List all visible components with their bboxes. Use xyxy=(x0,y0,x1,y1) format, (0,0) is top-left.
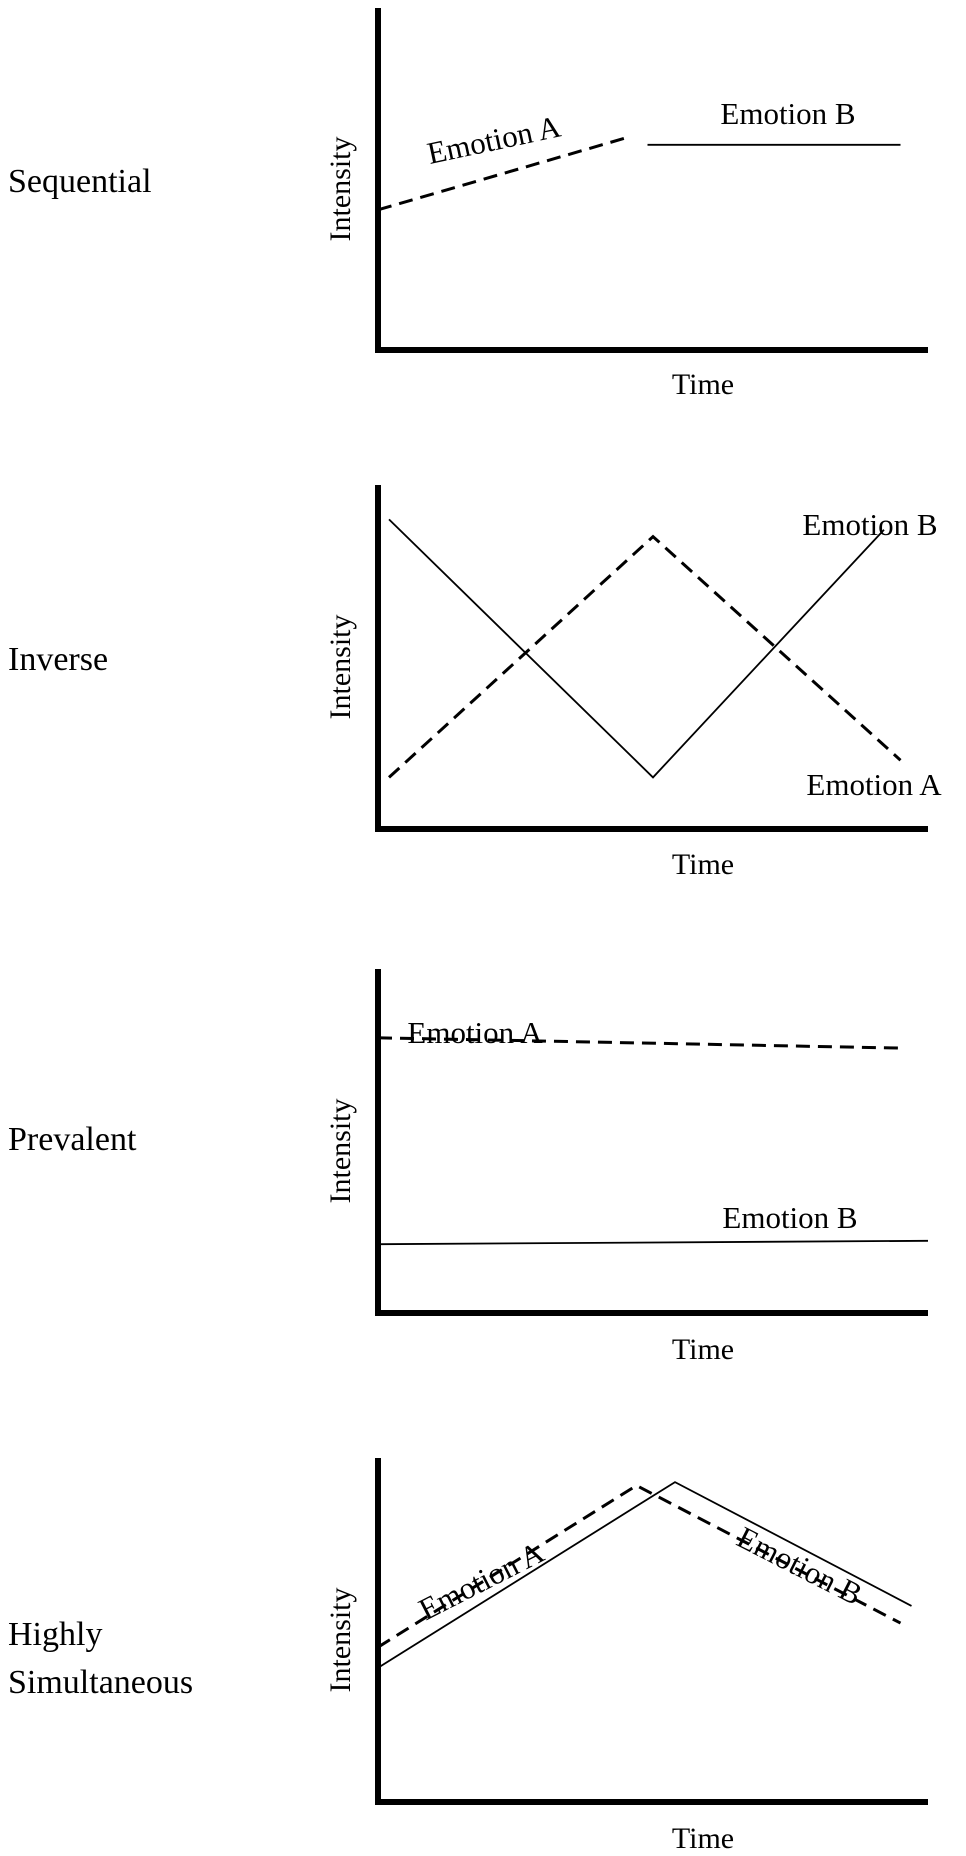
pattern-title: Prevalent xyxy=(8,1121,137,1158)
series-label: Emotion B xyxy=(720,96,855,131)
series-line-emotion-b xyxy=(388,518,885,779)
x-axis-label: Time xyxy=(672,848,734,881)
series-line-emotion-a xyxy=(377,1483,902,1649)
y-axis-label: Intensity xyxy=(324,137,357,242)
series-label: Emotion A xyxy=(806,767,942,802)
pattern-title: Simultaneous xyxy=(8,1664,193,1701)
x-axis-label: Time xyxy=(672,1333,734,1366)
series-label: Emotion A xyxy=(407,1015,543,1050)
y-axis-label: Intensity xyxy=(324,1099,357,1204)
series-line-emotion-b xyxy=(377,1481,912,1669)
series-label: Emotion A xyxy=(424,108,564,170)
series-line-emotion-a xyxy=(387,534,902,779)
series-label: Emotion A xyxy=(413,1534,550,1627)
pattern-title: Sequential xyxy=(8,163,152,200)
y-axis-label: Intensity xyxy=(324,1588,357,1693)
y-axis-label: Intensity xyxy=(324,615,357,720)
series-label: Emotion B xyxy=(802,507,937,542)
x-axis-label: Time xyxy=(672,1822,734,1855)
pattern-title: Highly xyxy=(8,1616,102,1653)
pattern-title: Inverse xyxy=(8,641,108,678)
series-label: Emotion B xyxy=(722,1200,857,1235)
series-line-emotion-b xyxy=(377,1239,929,1246)
x-axis-label: Time xyxy=(672,368,734,401)
series-label: Emotion B xyxy=(732,1519,868,1612)
